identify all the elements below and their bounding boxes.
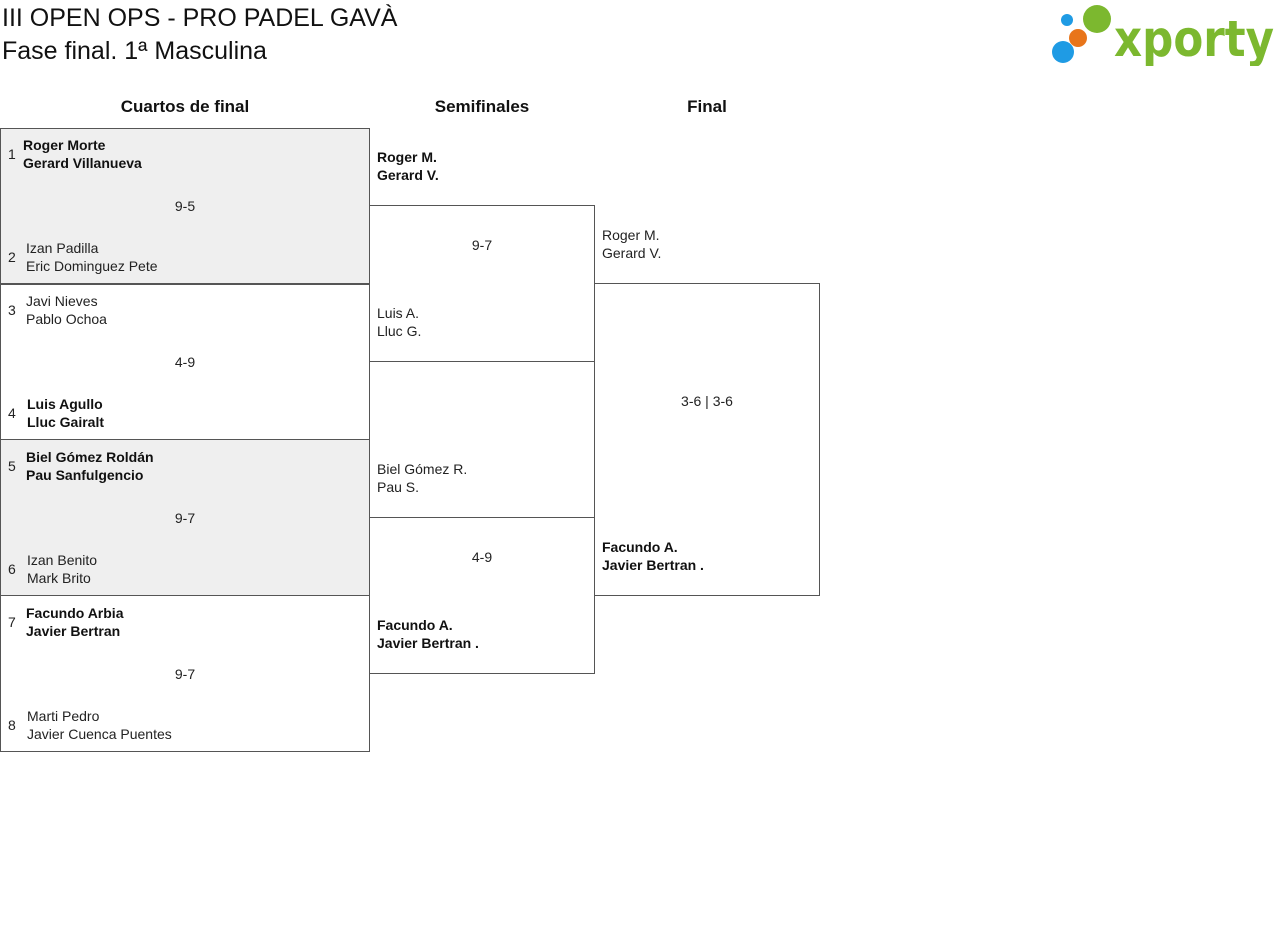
final-match[interactable] — [594, 283, 820, 596]
player-name: Facundo A. — [377, 617, 453, 633]
round-header-final: Final — [687, 97, 727, 116]
player-name: Marti Pedro — [27, 708, 100, 724]
player-name: Gerard Villanueva — [23, 155, 142, 171]
match-score: 9-7 — [174, 510, 196, 526]
player-name: Gerard V. — [602, 245, 662, 261]
quarterfinal-match-1[interactable] — [0, 128, 370, 285]
player-name: Lluc Gairalt — [27, 414, 105, 430]
team-entry[interactable]: Javi Nieves Pablo Ochoa — [26, 292, 107, 328]
xporty-logo[interactable]: xporty — [1052, 4, 1276, 68]
seed-number: 5 — [8, 458, 16, 474]
player-name: Roger Morte — [23, 137, 106, 153]
xporty-logo-icon: xporty — [1052, 5, 1274, 68]
team-entry[interactable]: Biel Gómez R. Pau S. — [377, 460, 467, 496]
player-name: Izan Benito — [27, 552, 98, 568]
player-name: Izan Padilla — [26, 240, 99, 256]
team-entry[interactable]: Luis A. Lluc G. — [377, 304, 421, 340]
seed-number: 6 — [8, 561, 16, 577]
player-name: Javier Cuenca Puentes — [27, 726, 172, 742]
team-entry-winner[interactable]: Roger Morte Gerard Villanueva — [23, 136, 142, 172]
logo-dot-blue — [1052, 41, 1074, 63]
team-entry[interactable]: Izan Padilla Eric Dominguez Pete — [26, 239, 158, 275]
seed-number: 7 — [8, 614, 16, 630]
match-score: 9-7 — [471, 237, 493, 253]
team-entry-winner[interactable]: Biel Gómez Roldán Pau Sanfulgencio — [26, 448, 154, 484]
match-score: 3-6 | 3-6 — [681, 393, 733, 409]
player-name: Javier Bertran . — [377, 635, 479, 651]
quarterfinal-match-3[interactable] — [0, 439, 370, 596]
team-entry[interactable]: Roger M. Gerard V. — [602, 226, 661, 262]
seed-number: 1 — [8, 146, 16, 162]
match-score: 4-9 — [174, 354, 196, 370]
player-name: Facundo Arbia — [26, 605, 124, 621]
player-name: Gerard V. — [377, 167, 439, 183]
seed-number: 3 — [8, 302, 16, 318]
player-name: Pau Sanfulgencio — [26, 467, 144, 483]
logo-text: xporty — [1114, 10, 1274, 66]
team-entry-winner[interactable]: Facundo Arbia Javier Bertran — [26, 604, 124, 640]
team-entry-winner[interactable]: Roger M. Gerard V. — [377, 148, 439, 184]
round-header-semifinals: Semifinales — [434, 97, 530, 116]
logo-dot-small-blue — [1061, 14, 1073, 26]
seed-number: 8 — [8, 717, 16, 733]
team-entry-winner[interactable]: Facundo A. Javier Bertran . — [602, 538, 704, 574]
player-name: Roger M. — [377, 149, 437, 165]
logo-dot-orange — [1069, 29, 1087, 47]
round-header-quarterfinals: Cuartos de final — [120, 97, 250, 116]
player-name: Mark Brito — [27, 570, 91, 586]
seed-number: 4 — [8, 405, 16, 421]
player-name: Eric Dominguez Pete — [26, 258, 158, 274]
tournament-subtitle: Fase final. 1ª Masculina — [2, 37, 267, 65]
team-entry[interactable]: Izan Benito Mark Brito — [27, 551, 97, 587]
player-name: Facundo A. — [602, 539, 678, 555]
player-name: Lluc G. — [377, 323, 422, 339]
player-name: Javier Bertran . — [602, 557, 704, 573]
player-name: Javi Nieves — [26, 293, 98, 309]
player-name: Javier Bertran — [26, 623, 121, 639]
team-entry-winner[interactable]: Facundo A. Javier Bertran . — [377, 616, 479, 652]
team-entry[interactable]: Marti Pedro Javier Cuenca Puentes — [27, 707, 172, 743]
player-name: Luis A. — [377, 305, 420, 321]
seed-number: 2 — [8, 249, 16, 265]
player-name: Roger M. — [602, 227, 660, 243]
player-name: Biel Gómez Roldán — [26, 449, 154, 465]
player-name: Biel Gómez R. — [377, 461, 468, 477]
logo-dot-green — [1083, 5, 1111, 33]
match-score: 9-7 — [174, 666, 196, 682]
player-name: Pau S. — [377, 479, 420, 495]
player-name: Pablo Ochoa — [26, 311, 107, 327]
player-name: Luis Agullo — [27, 396, 103, 412]
tournament-title: III OPEN OPS - PRO PADEL GAVÀ — [2, 4, 398, 32]
team-entry-winner[interactable]: Luis Agullo Lluc Gairalt — [27, 395, 104, 431]
match-score: 9-5 — [174, 198, 196, 214]
match-score: 4-9 — [471, 549, 493, 565]
